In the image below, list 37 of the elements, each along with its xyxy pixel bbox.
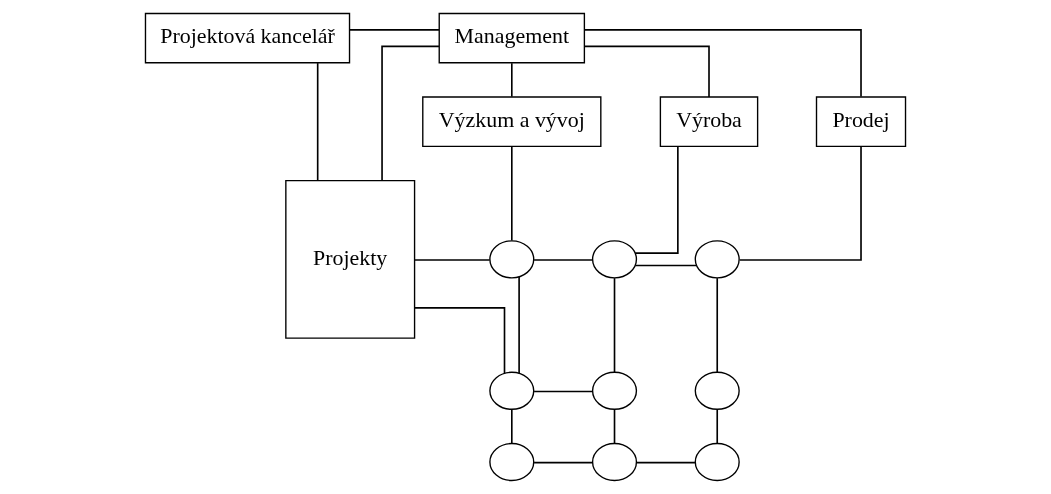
connector xyxy=(533,390,594,393)
connector xyxy=(533,259,594,261)
connector xyxy=(613,277,616,373)
node-box: Projekty xyxy=(285,179,416,339)
node-box: Management xyxy=(438,12,586,64)
node-circle xyxy=(694,442,740,482)
connector xyxy=(738,145,862,261)
connector xyxy=(511,146,513,242)
node-circle xyxy=(489,371,535,410)
node-box: Výzkum a vývoj xyxy=(422,96,602,148)
connector xyxy=(414,259,491,261)
connector xyxy=(533,461,594,464)
connector xyxy=(381,45,440,181)
connector xyxy=(634,264,698,267)
node-circle xyxy=(591,371,638,410)
node-circle xyxy=(694,371,740,410)
connector xyxy=(583,29,862,98)
node-box: Prodej xyxy=(815,96,907,148)
node-circle xyxy=(694,240,740,279)
connector xyxy=(518,276,520,375)
connector xyxy=(583,45,710,98)
node-circle xyxy=(591,240,638,279)
connector xyxy=(634,145,679,254)
connector xyxy=(511,408,513,444)
node-circle xyxy=(591,442,638,482)
node-box: Výroba xyxy=(659,96,759,148)
node-box: Projektová kancelář xyxy=(144,12,351,64)
connector xyxy=(316,62,319,182)
connector xyxy=(716,408,719,444)
connector xyxy=(716,277,719,373)
connector xyxy=(613,408,616,444)
node-circle xyxy=(489,240,535,279)
connector xyxy=(413,307,506,375)
connector xyxy=(635,461,696,464)
connector xyxy=(348,29,440,31)
node-circle xyxy=(489,442,535,482)
connector xyxy=(511,62,513,98)
